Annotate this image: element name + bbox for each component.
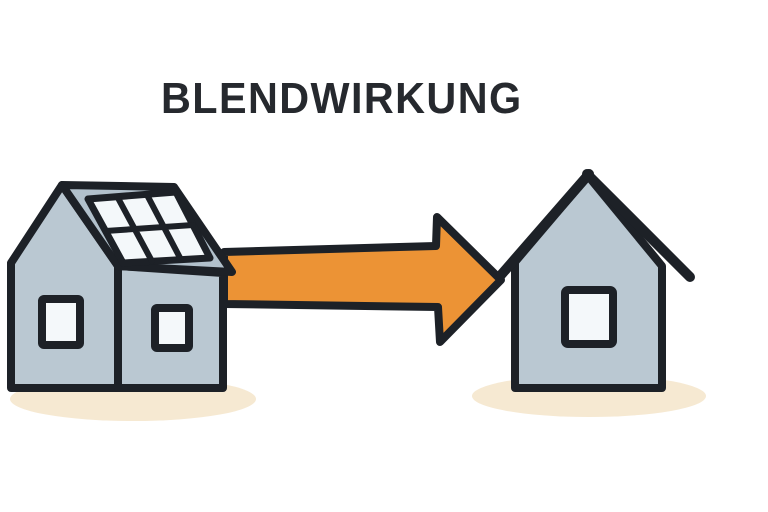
page-title: BLENDWIRKUNG	[161, 74, 523, 123]
neighbor-house-window	[561, 286, 617, 348]
solar-house-side-window	[151, 304, 193, 352]
solar-panel-grid-lines	[102, 191, 196, 265]
solar-house-front-window	[38, 295, 84, 349]
neighbor-house-icon	[496, 169, 695, 392]
neighbor-house-roof-right-edge	[582, 169, 695, 282]
neighbor-house-roof-left-edge	[496, 169, 594, 280]
glare-direction-arrow-icon	[220, 213, 505, 346]
house-with-solar-panel-icon	[7, 181, 236, 392]
neighbor-house-body	[511, 172, 666, 392]
